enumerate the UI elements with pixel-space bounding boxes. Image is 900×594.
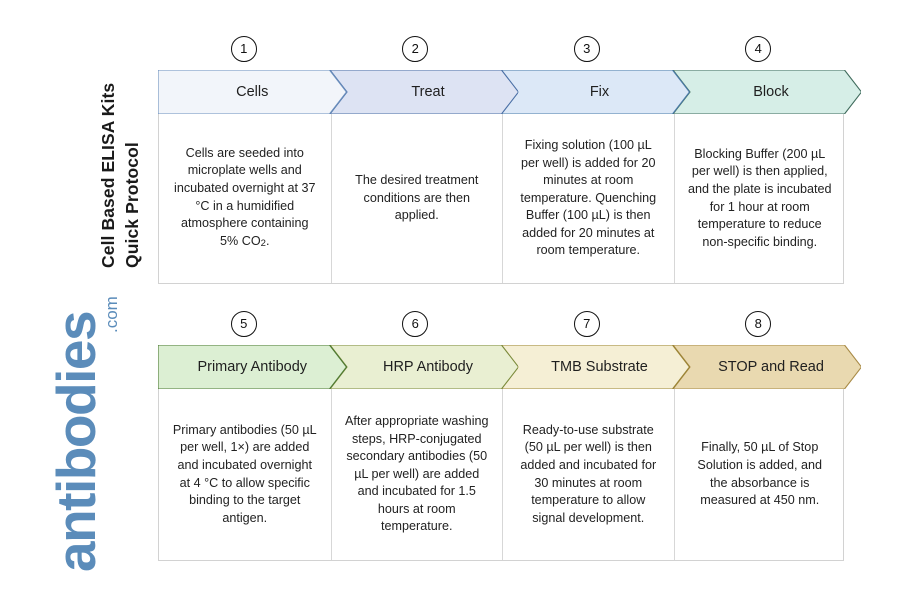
step-number-strip: 1 2 3 4 xyxy=(158,36,844,70)
step-body-7: Ready-to-use substrate (50 µL per well) … xyxy=(502,389,674,560)
brand-logo-wordmark: antibodies xyxy=(45,311,107,572)
step-body-text: After appropriate washing steps, HRP-con… xyxy=(344,413,489,534)
step-header-shape xyxy=(501,345,690,389)
step-body-2: The desired treatment conditions are the… xyxy=(330,114,503,283)
step-header-2[interactable]: Treat xyxy=(329,70,518,114)
step-body-text: Cells are seeded into microplate wells a… xyxy=(174,145,316,249)
step-body-1: Cells are seeded into microplate wells a… xyxy=(159,114,331,283)
step-header-shape xyxy=(329,70,518,114)
step-header-label: Treat xyxy=(411,84,445,100)
step-number-4: 4 xyxy=(745,36,772,62)
step-body-strip: Cells are seeded into microplate wells a… xyxy=(158,114,844,284)
brand-logo-tld: .com xyxy=(102,296,121,333)
step-body-text: The desired treatment conditions are the… xyxy=(355,173,479,223)
left-rail: Cell Based ELISA Kits Quick Protocol ant… xyxy=(0,0,152,594)
step-body-4: Blocking Buffer (200 µL per well) is the… xyxy=(673,114,846,283)
step-body-strip: Primary antibodies (50 µL per well, 1×) … xyxy=(158,389,844,561)
step-number-7: 7 xyxy=(573,311,600,337)
step-body-6: After appropriate washing steps, HRP-con… xyxy=(330,389,503,560)
step-header-label: TMB Substrate xyxy=(551,359,648,375)
step-header-label: Block xyxy=(753,84,789,100)
step-number-2: 2 xyxy=(402,36,429,62)
step-header-shape xyxy=(158,345,347,389)
step-body-text: Primary antibodies (50 µL per well, 1×) … xyxy=(172,422,317,525)
step-number-strip: 5 6 7 8 xyxy=(158,311,844,345)
step-header-label: Fix xyxy=(589,84,610,100)
protocol-row-2: 5 6 7 8 Primary Antibody HRP Antibody TMB Sub… xyxy=(158,311,861,561)
step-header-4[interactable]: Block xyxy=(672,70,861,114)
step-number-6: 6 xyxy=(402,311,429,337)
step-header-label: Primary Antibody xyxy=(197,359,308,375)
step-header-strip: Primary Antibody HRP Antibody TMB Substrat… xyxy=(158,345,861,389)
step-header-8[interactable]: STOP and Read xyxy=(672,345,861,389)
step-header-shape xyxy=(672,345,861,389)
step-number-5: 5 xyxy=(230,311,257,337)
protocol-row-1: 1 2 3 4 Cells Treat Fix Block Cells are seeded… xyxy=(158,36,861,284)
step-header-strip: Cells Treat Fix Block xyxy=(158,70,861,114)
step-header-5[interactable]: Primary Antibody xyxy=(158,345,347,389)
step-body-8: Finally, 50 µL of Stop Solution is added… xyxy=(673,389,846,560)
step-number-8: 8 xyxy=(745,311,772,337)
step-body-text: Ready-to-use substrate (50 µL per well) … xyxy=(520,422,657,525)
step-body-text: Blocking Buffer (200 µL per well) is the… xyxy=(687,146,832,249)
step-header-label: STOP and Read xyxy=(718,359,824,375)
step-body-3: Fixing solution (100 µL per well) is add… xyxy=(502,114,674,283)
step-body-5: Primary antibodies (50 µL per well, 1×) … xyxy=(159,389,331,560)
brand-logo: antibodies .com xyxy=(0,0,152,594)
step-header-label: Cells xyxy=(236,84,269,100)
step-header-shape xyxy=(501,70,690,114)
step-header-shape xyxy=(158,70,347,114)
step-number-1: 1 xyxy=(230,36,257,62)
step-header-7[interactable]: TMB Substrate xyxy=(501,345,690,389)
step-header-3[interactable]: Fix xyxy=(501,70,690,114)
step-number-3: 3 xyxy=(573,36,600,62)
step-header-1[interactable]: Cells xyxy=(158,70,347,114)
step-header-shape xyxy=(329,345,518,389)
step-body-text: Finally, 50 µL of Stop Solution is added… xyxy=(697,440,823,508)
step-header-label: HRP Antibody xyxy=(382,359,473,375)
step-header-6[interactable]: HRP Antibody xyxy=(329,345,518,389)
step-body-text: Fixing solution (100 µL per well) is add… xyxy=(520,137,657,258)
step-header-shape xyxy=(672,70,861,114)
